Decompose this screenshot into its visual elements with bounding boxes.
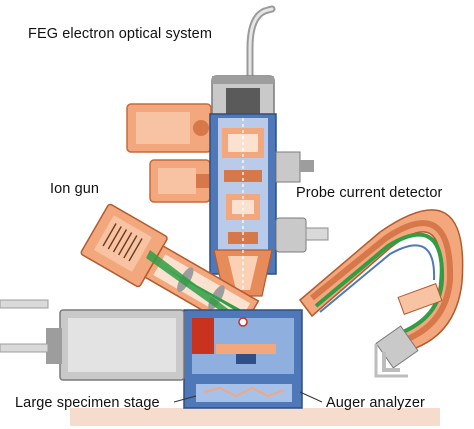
auger-hose	[382, 352, 400, 372]
sample-point	[238, 317, 248, 327]
auger-leader	[299, 391, 323, 403]
stage-leader	[173, 395, 197, 403]
ion-pump-upper	[126, 103, 212, 153]
gun-cable	[246, 5, 276, 82]
probe-detector-label: Probe current detector	[296, 185, 443, 201]
electron-column	[209, 113, 277, 300]
auger-analyzer-label: Auger analyzer	[326, 395, 425, 411]
feg-gun-head	[211, 75, 275, 119]
ion-gun-label: Ion gun	[50, 181, 100, 197]
probe-detector-body	[275, 151, 329, 253]
auger-analyzer	[298, 209, 464, 369]
specimen-stage-label: Large specimen stage	[15, 395, 160, 411]
specimen-stage-box	[0, 299, 185, 381]
ion-beam	[146, 250, 240, 322]
floor-plate	[70, 408, 440, 426]
ion-pump-lower	[149, 159, 212, 203]
feg-label: FEG electron optical system	[28, 26, 213, 42]
